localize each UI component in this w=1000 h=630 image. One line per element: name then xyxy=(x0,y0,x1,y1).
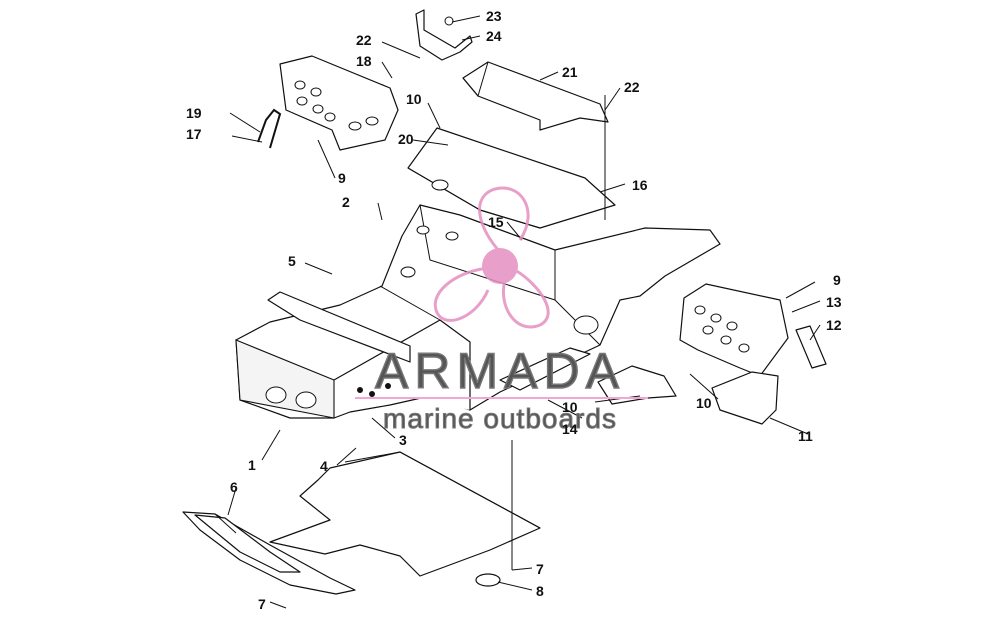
callout-10-middle: 10 xyxy=(562,399,578,415)
callout-7-right: 7 xyxy=(536,561,544,577)
callout-24: 24 xyxy=(486,28,502,44)
part-footrest-right xyxy=(679,283,789,377)
callout-7-bottom: 7 xyxy=(258,596,266,612)
callout-14: 14 xyxy=(562,421,578,437)
callout-22-right: 22 xyxy=(624,79,640,95)
part-floor-pan xyxy=(269,451,541,577)
callout-13: 13 xyxy=(826,294,842,310)
part-rear-cover xyxy=(462,61,609,131)
callout-10-top: 10 xyxy=(406,91,422,107)
callout-10-right: 10 xyxy=(696,395,712,411)
callout-17: 17 xyxy=(186,126,202,142)
part-top-bracket xyxy=(415,9,473,61)
watermark-tagline: marine outboards xyxy=(383,403,617,434)
logo-petal-right xyxy=(502,268,550,329)
callout-3: 3 xyxy=(399,432,407,448)
logo-petal-left xyxy=(433,266,491,322)
callout-23: 23 xyxy=(486,8,502,24)
callout-18: 18 xyxy=(356,53,372,69)
callout-9-right: 9 xyxy=(833,272,841,288)
callout-6: 6 xyxy=(230,479,238,495)
callout-20: 20 xyxy=(398,131,414,147)
callout-5: 5 xyxy=(288,253,296,269)
logo-petal-top xyxy=(478,186,530,254)
callout-8: 8 xyxy=(536,583,544,599)
callout-1: 1 xyxy=(248,457,256,473)
callout-labels: 1 2 3 4 5 6 7 7 8 9 9 10 10 10 11 12 13 … xyxy=(186,8,842,612)
callout-2: 2 xyxy=(342,194,350,210)
watermark-brand: ARMADA xyxy=(375,343,625,399)
part-grab-handle xyxy=(257,108,282,149)
callout-19: 19 xyxy=(186,105,202,121)
part-footrest-left xyxy=(279,55,399,151)
callout-9-left: 9 xyxy=(338,170,346,186)
callout-15: 15 xyxy=(488,214,504,230)
part-side-plate xyxy=(711,371,779,425)
callout-4: 4 xyxy=(320,458,328,474)
part-mount-bracket xyxy=(597,365,677,405)
part-chassis-frame xyxy=(235,204,721,419)
callout-11: 11 xyxy=(798,428,813,444)
part-grommet xyxy=(475,440,513,587)
logo-center xyxy=(482,248,518,284)
watermark-logo xyxy=(433,186,550,329)
callout-22-left: 22 xyxy=(356,32,372,48)
callout-16: 16 xyxy=(632,177,648,193)
part-hinge xyxy=(795,325,827,369)
callout-21: 21 xyxy=(562,64,578,80)
callout-12: 12 xyxy=(826,317,842,333)
part-skid-plate xyxy=(182,511,356,595)
